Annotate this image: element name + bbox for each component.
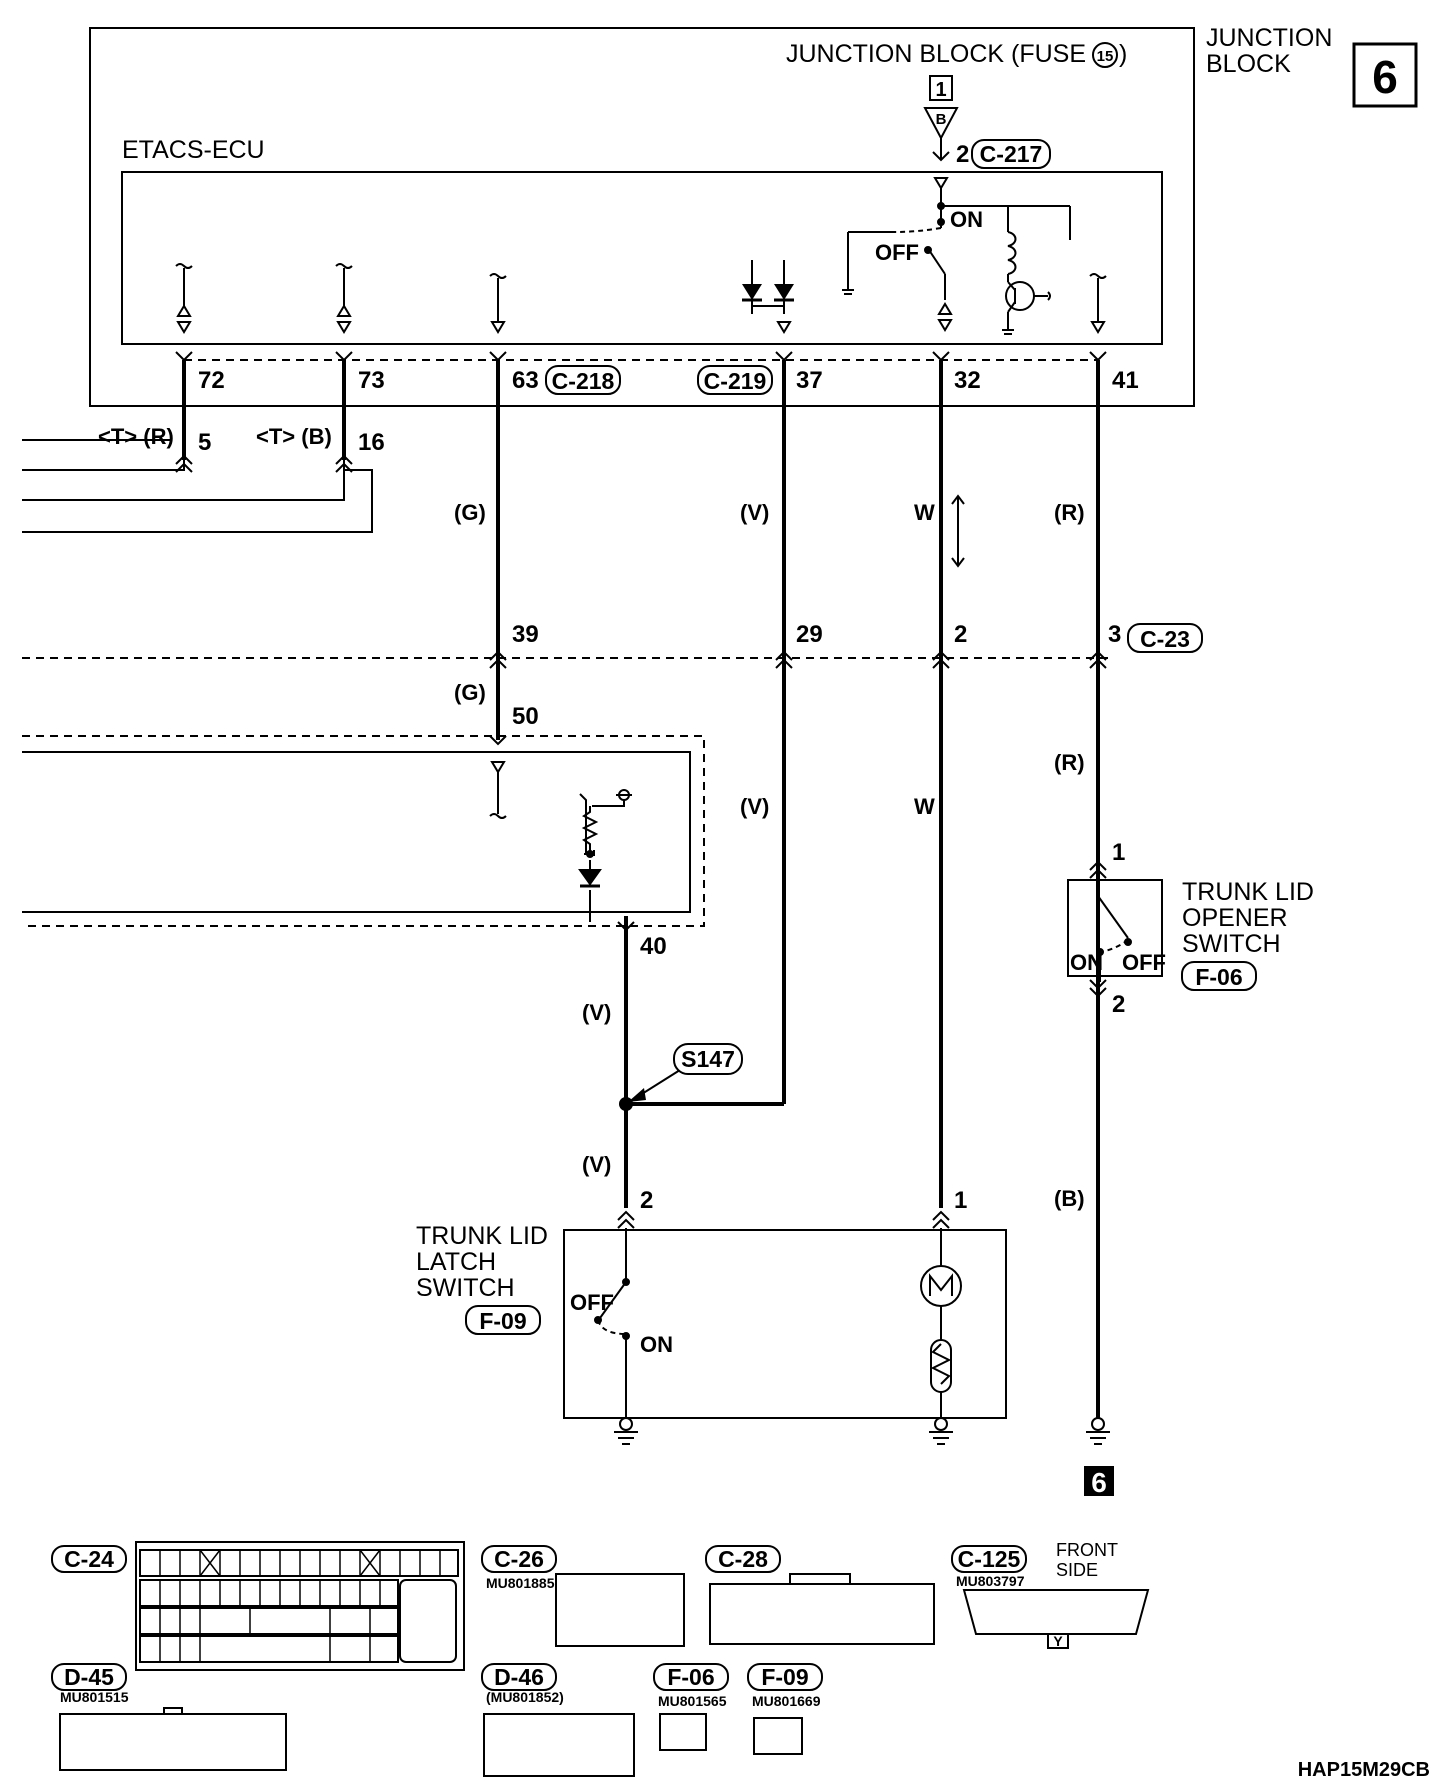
wire-g2: (G) [454, 680, 486, 705]
c24-pin-grid [159, 1549, 441, 1662]
latch-assembly-box [563, 1229, 1007, 1419]
c26-label: C-26 [494, 1546, 544, 1572]
opener-pin-2: 2 [1112, 991, 1125, 1018]
splice-label: S147 [681, 1046, 735, 1072]
source-arrow-letter: B [936, 111, 947, 128]
wire-t-b: <T> (B) [256, 424, 332, 449]
ecu-switch-on: ON [950, 207, 983, 232]
opener-pin-1: 1 [1112, 839, 1125, 866]
pin-16: 16 [358, 429, 385, 456]
c217-label: C-217 [980, 141, 1043, 167]
wire-r1: (R) [1054, 500, 1085, 525]
c26-part: MU801885 [486, 1575, 555, 1591]
junction-block-frame [89, 27, 1195, 407]
pin-32: 32 [954, 367, 981, 394]
c219-label: C-219 [704, 368, 767, 394]
pin-29: 29 [796, 621, 823, 648]
d45-part: MU801515 [60, 1689, 129, 1705]
c125-label: C-125 [958, 1546, 1021, 1572]
fuse-number-circle [1092, 42, 1118, 68]
wire-v2: (V) [740, 794, 769, 819]
latch-title-3: SWITCH [416, 1274, 515, 1302]
ground-ref: 6 [1091, 1467, 1107, 1498]
wire-v4: (V) [582, 1152, 611, 1177]
source-box [929, 75, 953, 101]
latch-on: ON [640, 1332, 673, 1357]
d45-label: D-45 [64, 1664, 114, 1690]
pin-39: 39 [512, 621, 539, 648]
wire-b1: (B) [1054, 1186, 1085, 1211]
c24-label: C-24 [64, 1546, 114, 1572]
pin-3: 3 [1108, 621, 1121, 648]
latch-off: OFF [570, 1290, 614, 1315]
latch-title-2: LATCH [416, 1248, 496, 1276]
c217-pin: 2 [956, 141, 969, 168]
ecu-name: ETACS-ECU [122, 136, 265, 164]
page-number-box [1352, 42, 1418, 108]
double-arrow-icon [951, 494, 965, 568]
pin-50: 50 [512, 703, 539, 730]
fuse-close-paren: ) [1119, 40, 1127, 68]
opener-title-2: OPENER [1182, 904, 1288, 932]
wire-r2: (R) [1054, 750, 1085, 775]
opener-title-1: TRUNK LID [1182, 878, 1314, 906]
c28-label: C-28 [718, 1546, 768, 1572]
pin-37: 37 [796, 367, 823, 394]
f06-part: MU801565 [658, 1693, 727, 1709]
junction-block-title-1: JUNCTION [1206, 24, 1332, 52]
source-arrow [923, 107, 959, 141]
f06-label: F-06 [1195, 964, 1242, 990]
c125-front-1: FRONT [1056, 1540, 1118, 1560]
c125-front-2: SIDE [1056, 1560, 1098, 1580]
ecu-relay-switch [842, 177, 1071, 335]
f09-view-label: F-09 [761, 1664, 808, 1690]
ecu-internal-circuits [175, 260, 1107, 322]
f09-part: MU801669 [752, 1693, 821, 1709]
drawing-code: HAP15M29CB [1298, 1759, 1430, 1781]
wires [22, 360, 1100, 1418]
lower-module-box [22, 751, 691, 913]
pin-5: 5 [198, 429, 211, 456]
pin-73: 73 [358, 367, 385, 394]
ecu-box [121, 171, 1163, 345]
f09-label: F-09 [479, 1308, 526, 1334]
pin-63: 63 [512, 367, 539, 394]
source-box-number: 1 [935, 79, 946, 101]
junction-block-title-2: BLOCK [1206, 50, 1291, 78]
motor-pin-1: 1 [954, 1187, 967, 1214]
c23-label: C-23 [1140, 626, 1190, 652]
latch-title-1: TRUNK LID [416, 1222, 548, 1250]
c125-part: MU803797 [956, 1573, 1025, 1589]
opener-switch-box [1067, 879, 1163, 977]
fuse-label: JUNCTION BLOCK (FUSE [786, 40, 1086, 68]
wire-g1: (G) [454, 500, 486, 525]
wire-v1: (V) [740, 500, 769, 525]
page-number: 6 [1372, 51, 1398, 103]
pin-72: 72 [198, 367, 225, 394]
pin-41: 41 [1112, 367, 1139, 394]
wire-w1: W [914, 500, 935, 525]
opener-title-3: SWITCH [1182, 930, 1281, 958]
opener-off: OFF [1122, 950, 1166, 975]
wire-w2: W [914, 794, 935, 819]
connector-views [51, 1541, 1150, 1777]
pin-2: 2 [954, 621, 967, 648]
d46-label: D-46 [494, 1664, 544, 1690]
d46-part: (MU801852) [486, 1689, 564, 1705]
fuse-number: 15 [1097, 48, 1114, 65]
wire-t-r: <T> (R) [98, 424, 174, 449]
latch-pin-2: 2 [640, 1187, 653, 1214]
wire-v3: (V) [582, 1000, 611, 1025]
opener-on: ON [1070, 950, 1103, 975]
ecu-switch-off: OFF [875, 240, 919, 265]
pin-40: 40 [640, 933, 667, 960]
c218-label: C-218 [552, 368, 615, 394]
ground-ref-box [1084, 1466, 1114, 1496]
f06-view-label: F-06 [667, 1664, 714, 1690]
lower-module-dashed [22, 735, 705, 927]
c125-key: Y [1053, 1633, 1063, 1649]
